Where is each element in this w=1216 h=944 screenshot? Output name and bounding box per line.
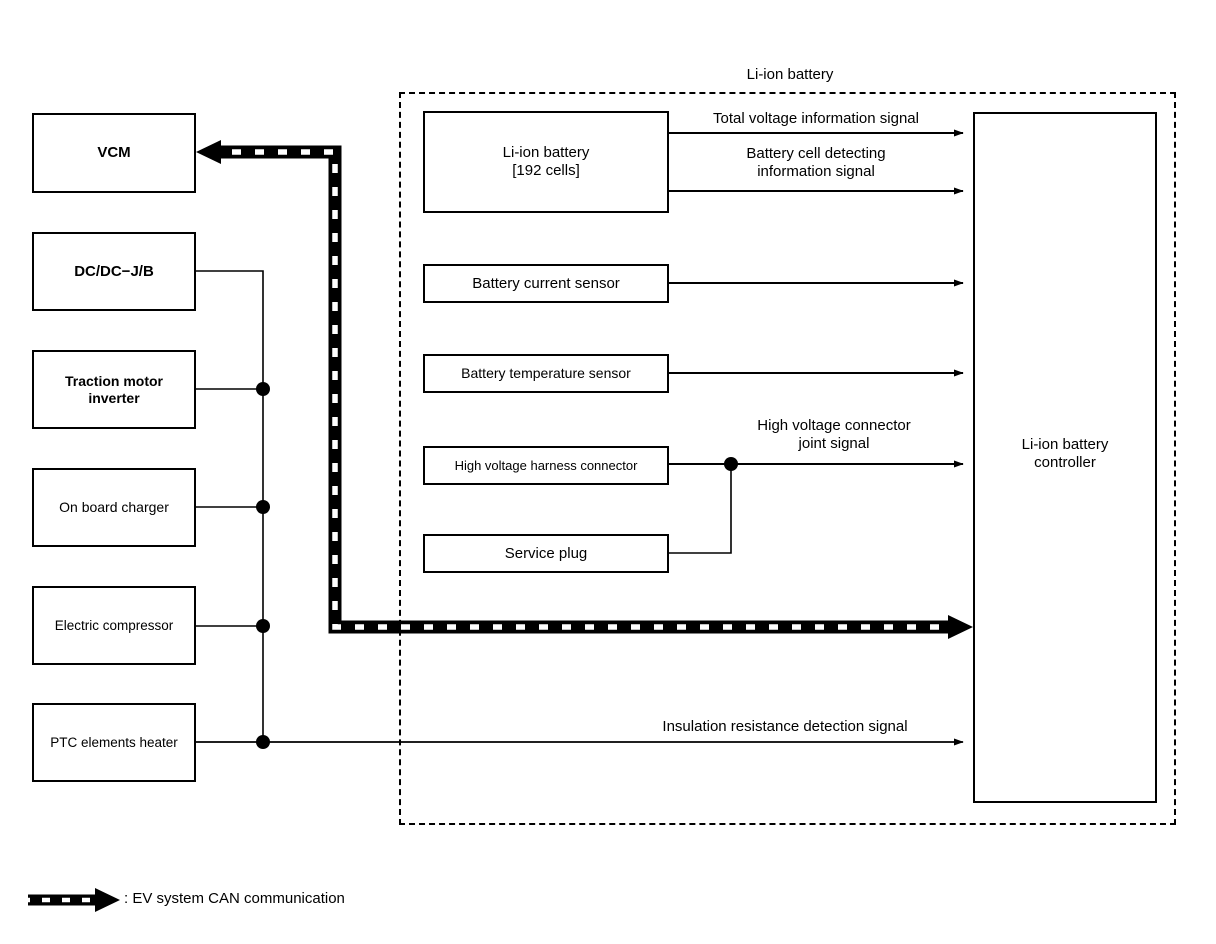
label-total-voltage-information-signal: Total voltage information signal bbox=[713, 110, 919, 127]
junction-dot-high-voltage-joint bbox=[724, 457, 738, 471]
block-on-board-charger[interactable]: On board charger bbox=[32, 468, 196, 547]
block-service-plug-label: Service plug bbox=[504, 544, 588, 562]
block-dcdc-jb[interactable]: DC/DC−J/B bbox=[32, 232, 196, 311]
block-high-voltage-harness-connector[interactable]: High voltage harness connector bbox=[423, 446, 669, 485]
li-ion-battery-enclosure bbox=[399, 92, 1176, 825]
block-dcdc-jb-label: DC/DC−J/B bbox=[74, 262, 154, 280]
can-arrowhead-to-vcm bbox=[196, 140, 221, 164]
label-battery-cell-detecting-information-signal: Battery cell detecting information signa… bbox=[746, 145, 886, 180]
junction-dot-traction-inverter bbox=[256, 382, 270, 396]
block-battery-current-sensor[interactable]: Battery current sensor bbox=[423, 264, 669, 303]
block-li-ion-battery-cells[interactable]: Li-ion battery [192 cells] bbox=[423, 111, 669, 213]
block-li-ion-battery-controller[interactable]: Li-ion battery controller bbox=[973, 112, 1157, 803]
block-li-ion-battery-controller-label: Li-ion battery controller bbox=[1021, 436, 1109, 471]
block-service-plug[interactable]: Service plug bbox=[423, 534, 669, 573]
block-battery-current-sensor-label: Battery current sensor bbox=[472, 274, 620, 292]
block-electric-compressor-label: Electric compressor bbox=[54, 617, 174, 633]
ev-can-bus-path bbox=[196, 140, 973, 639]
block-electric-compressor[interactable]: Electric compressor bbox=[32, 586, 196, 665]
block-li-ion-battery-cells-label: Li-ion battery [192 cells] bbox=[502, 144, 590, 179]
junction-dot-ptc-heater bbox=[256, 735, 270, 749]
block-on-board-charger-label: On board charger bbox=[59, 499, 169, 516]
block-ptc-elements-heater-label: PTC elements heater bbox=[50, 734, 178, 750]
service-plug-branch-wire bbox=[669, 457, 738, 554]
block-ptc-elements-heater[interactable]: PTC elements heater bbox=[32, 703, 196, 782]
block-traction-motor-inverter[interactable]: Traction motor inverter bbox=[32, 350, 196, 429]
legend-can-arrow-icon bbox=[28, 888, 120, 912]
can-arrowhead-to-controller bbox=[948, 615, 973, 639]
junction-dot-on-board-charger bbox=[256, 500, 270, 514]
legend-label: : EV system CAN communication bbox=[124, 890, 345, 907]
block-high-voltage-harness-connector-label: High voltage harness connector bbox=[454, 457, 638, 473]
block-traction-motor-inverter-label: Traction motor inverter bbox=[64, 372, 163, 406]
junction-dot-electric-compressor bbox=[256, 619, 270, 633]
block-battery-temperature-sensor[interactable]: Battery temperature sensor bbox=[423, 354, 669, 393]
label-high-voltage-connector-joint-signal: High voltage connector joint signal bbox=[757, 417, 911, 452]
block-battery-temperature-sensor-label: Battery temperature sensor bbox=[461, 365, 631, 382]
block-vcm-label: VCM bbox=[97, 144, 131, 162]
li-ion-battery-enclosure-label: Li-ion battery bbox=[746, 66, 834, 83]
block-vcm[interactable]: VCM bbox=[32, 113, 196, 193]
label-insulation-resistance-detection-signal: Insulation resistance detection signal bbox=[662, 718, 908, 735]
left-module-bus-wire bbox=[196, 270, 270, 749]
